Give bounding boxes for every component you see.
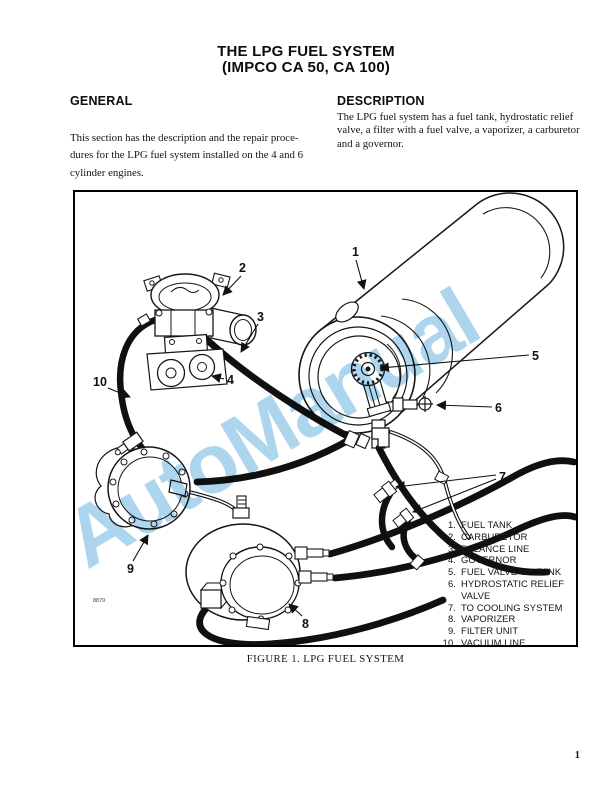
filter-unit-drawing	[94, 431, 191, 530]
legend-item-continuation: VALVE	[461, 589, 491, 601]
loop-hose	[196, 596, 447, 645]
general-line: This section has the description and the…	[70, 132, 299, 144]
cooling-fitting-b	[392, 507, 415, 529]
legend-item: 6.HYDROSTATIC RELIEF	[447, 577, 565, 589]
cooling-hose-b	[400, 516, 420, 563]
hoses	[116, 316, 576, 645]
description-line: The LPG fuel system has a fuel tank, hyd…	[337, 111, 574, 123]
callout-leaders	[107, 259, 530, 617]
callout-2: 2	[239, 261, 246, 275]
callout-6: 6	[495, 401, 502, 415]
callout-5: 5	[532, 349, 539, 363]
legend-item: 1.FUEL TANK	[447, 519, 513, 530]
callout-4: 4	[227, 373, 234, 387]
governor-drawing	[146, 348, 228, 391]
callout-10: 10	[93, 375, 107, 389]
cooling-hose-a	[378, 490, 396, 551]
vaporizer-right-hose-lower	[331, 512, 576, 582]
figure-legend: 1.FUEL TANK 2.CARBURETOR 3.BALANCE LINE …	[435, 519, 577, 649]
page-title-line2: (IMPCO CA 50, CA 100)	[221, 59, 391, 76]
callout-3: 3	[257, 310, 264, 324]
legend-item: 9.FILTER UNIT	[447, 625, 519, 637]
vaporizer-top-stem	[232, 495, 250, 519]
legend-item: 4.GOVERNOR	[447, 554, 517, 566]
callout-7: 7	[499, 470, 506, 484]
general-line: dures for the LPG fuel system installed …	[70, 149, 303, 162]
general-paragraph: This section has the description and the…	[70, 130, 303, 182]
legend-item: 7.TO COOLING SYSTEM	[447, 601, 563, 613]
callout-8: 8	[302, 617, 309, 631]
description-paragraph: The LPG fuel system has a fuel tank, hyd…	[337, 111, 589, 151]
legend-item: 10.VACUUM LINE	[442, 636, 526, 648]
description-line: and a governor.	[337, 137, 404, 150]
lpg-system-diagram: 1 2 3 4 5 6 7 8 9 10 8879 AutoManual	[75, 192, 576, 645]
fuel-valve-on-tank	[350, 351, 392, 418]
page-title: THE LPG FUEL SYSTEM (IMPCO CA 50, CA 100…	[0, 44, 612, 76]
callout-numbers: 1 2 3 4 5 6 7 8 9 10	[93, 245, 539, 631]
description-heading: DESCRIPTION	[337, 94, 425, 108]
legend-item: 5.FUEL VALVE ON TANK	[447, 566, 562, 578]
figure-1-lpg-fuel-system: 1 2 3 4 5 6 7 8 9 10 8879 AutoManual 1.F…	[73, 190, 578, 649]
hydrostatic-relief-valve	[392, 396, 433, 412]
general-heading: GENERAL	[70, 94, 133, 108]
callout-9: 9	[127, 562, 134, 576]
drawing-number: 8879	[93, 598, 105, 604]
description-line: valve, a filter with a fuel valve, a vap…	[337, 124, 580, 137]
figure-caption: FIGURE 1. LPG FUEL SYSTEM	[246, 653, 405, 665]
tank-to-filter-hose	[193, 436, 353, 486]
page-number: 1	[574, 750, 580, 761]
legend-item: 8.VAPORIZER	[447, 613, 516, 625]
callout-1: 1	[352, 245, 359, 259]
legend-item: 2.CARBURETOR	[447, 530, 528, 542]
vaporizer-right-hose-upper	[326, 457, 576, 558]
carburetor-drawing	[136, 272, 257, 391]
page-title-line1: THE LPG FUEL SYSTEM	[217, 43, 395, 60]
general-line: cylinder engines.	[70, 166, 144, 179]
vaporizer-drawing	[185, 495, 334, 631]
legend-item: 3.BALANCE LINE	[447, 542, 530, 554]
vaporizer-right-fittings	[294, 546, 334, 584]
elbow-lower-hose	[375, 444, 551, 576]
